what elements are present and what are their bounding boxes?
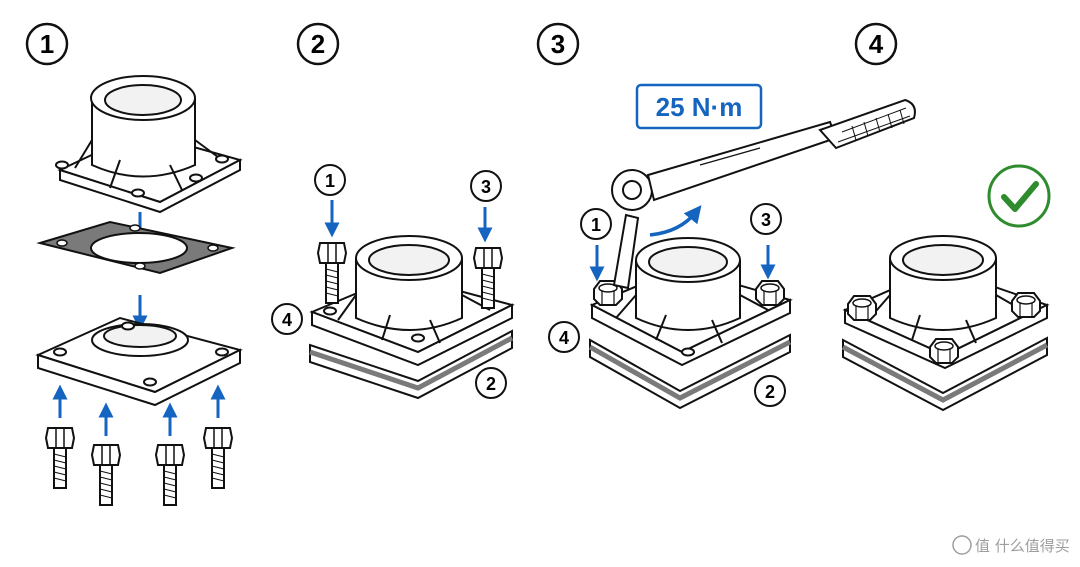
torque-wrench <box>611 98 916 290</box>
step-3-number: 3 <box>551 29 565 59</box>
step-3: 3 25 N·m <box>536 22 916 410</box>
watermark: 值 什么值得买 <box>952 535 1070 555</box>
svg-text:3: 3 <box>481 177 491 197</box>
callout-2: 2 <box>475 367 507 399</box>
finished-flange <box>841 235 1050 412</box>
callout-3: 3 <box>470 170 502 202</box>
assembled-flange <box>309 235 515 400</box>
svg-text:1: 1 <box>591 215 601 235</box>
lower-flange <box>35 316 243 407</box>
assembled-flange <box>588 237 793 410</box>
callout-4: 4 <box>548 321 580 353</box>
bolt <box>91 444 121 506</box>
step-2: 2 1 3 4 <box>271 22 515 400</box>
svg-text:4: 4 <box>282 310 292 330</box>
torque-badge: 25 N·m <box>635 83 763 130</box>
step-2-number: 2 <box>311 29 325 59</box>
step-1: 1 <box>25 22 243 506</box>
callout-2: 2 <box>754 375 786 407</box>
step-4-number-badge: 4 <box>854 22 898 66</box>
callout-1: 1 <box>580 208 612 240</box>
svg-text:1: 1 <box>325 171 335 191</box>
step-2-number-badge: 2 <box>296 22 340 66</box>
svg-text:2: 2 <box>486 374 496 394</box>
step-4: 4 <box>841 22 1051 412</box>
svg-text:3: 3 <box>761 210 771 230</box>
gasket <box>36 220 236 275</box>
upper-flange <box>55 75 243 214</box>
smzdm-logo-icon <box>952 535 972 555</box>
watermark-text: 值 什么值得买 <box>975 537 1070 555</box>
torque-label: 25 N·m <box>656 92 743 122</box>
step-3-number-badge: 3 <box>536 22 580 66</box>
bolt <box>155 444 185 506</box>
nut <box>1011 292 1041 318</box>
nut <box>755 280 785 306</box>
nut <box>929 338 959 364</box>
checkmark-icon <box>987 164 1051 228</box>
step-1-number: 1 <box>40 29 54 59</box>
bolt <box>45 427 75 489</box>
bolt <box>317 242 347 304</box>
nut <box>847 295 877 321</box>
callout-3: 3 <box>750 203 782 235</box>
callout-4: 4 <box>271 303 303 335</box>
bolt <box>203 427 233 489</box>
rotation-arrow <box>649 205 702 237</box>
callout-1: 1 <box>314 164 346 196</box>
step-1-number-badge: 1 <box>25 22 69 66</box>
svg-text:4: 4 <box>559 328 569 348</box>
step-4-number: 4 <box>869 29 884 59</box>
svg-text:2: 2 <box>765 382 775 402</box>
